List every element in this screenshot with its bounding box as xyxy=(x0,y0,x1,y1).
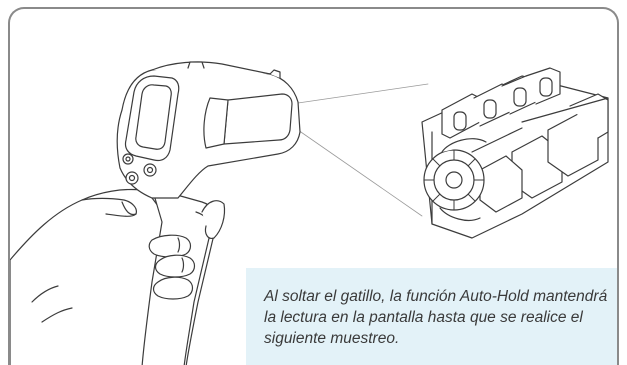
fingers-drawing xyxy=(148,234,196,300)
hand-drawing xyxy=(10,188,184,365)
thermometer-engine-illustration xyxy=(10,61,609,365)
caption-box: Al soltar el gatillo, la función Auto-Ho… xyxy=(246,268,617,365)
caption-text: Al soltar el gatillo, la función Auto-Ho… xyxy=(264,288,608,347)
laser-beam-lines xyxy=(297,83,429,217)
figure-frame: Al soltar el gatillo, la función Auto-Ho… xyxy=(8,7,619,365)
engine-drawing xyxy=(421,67,609,239)
